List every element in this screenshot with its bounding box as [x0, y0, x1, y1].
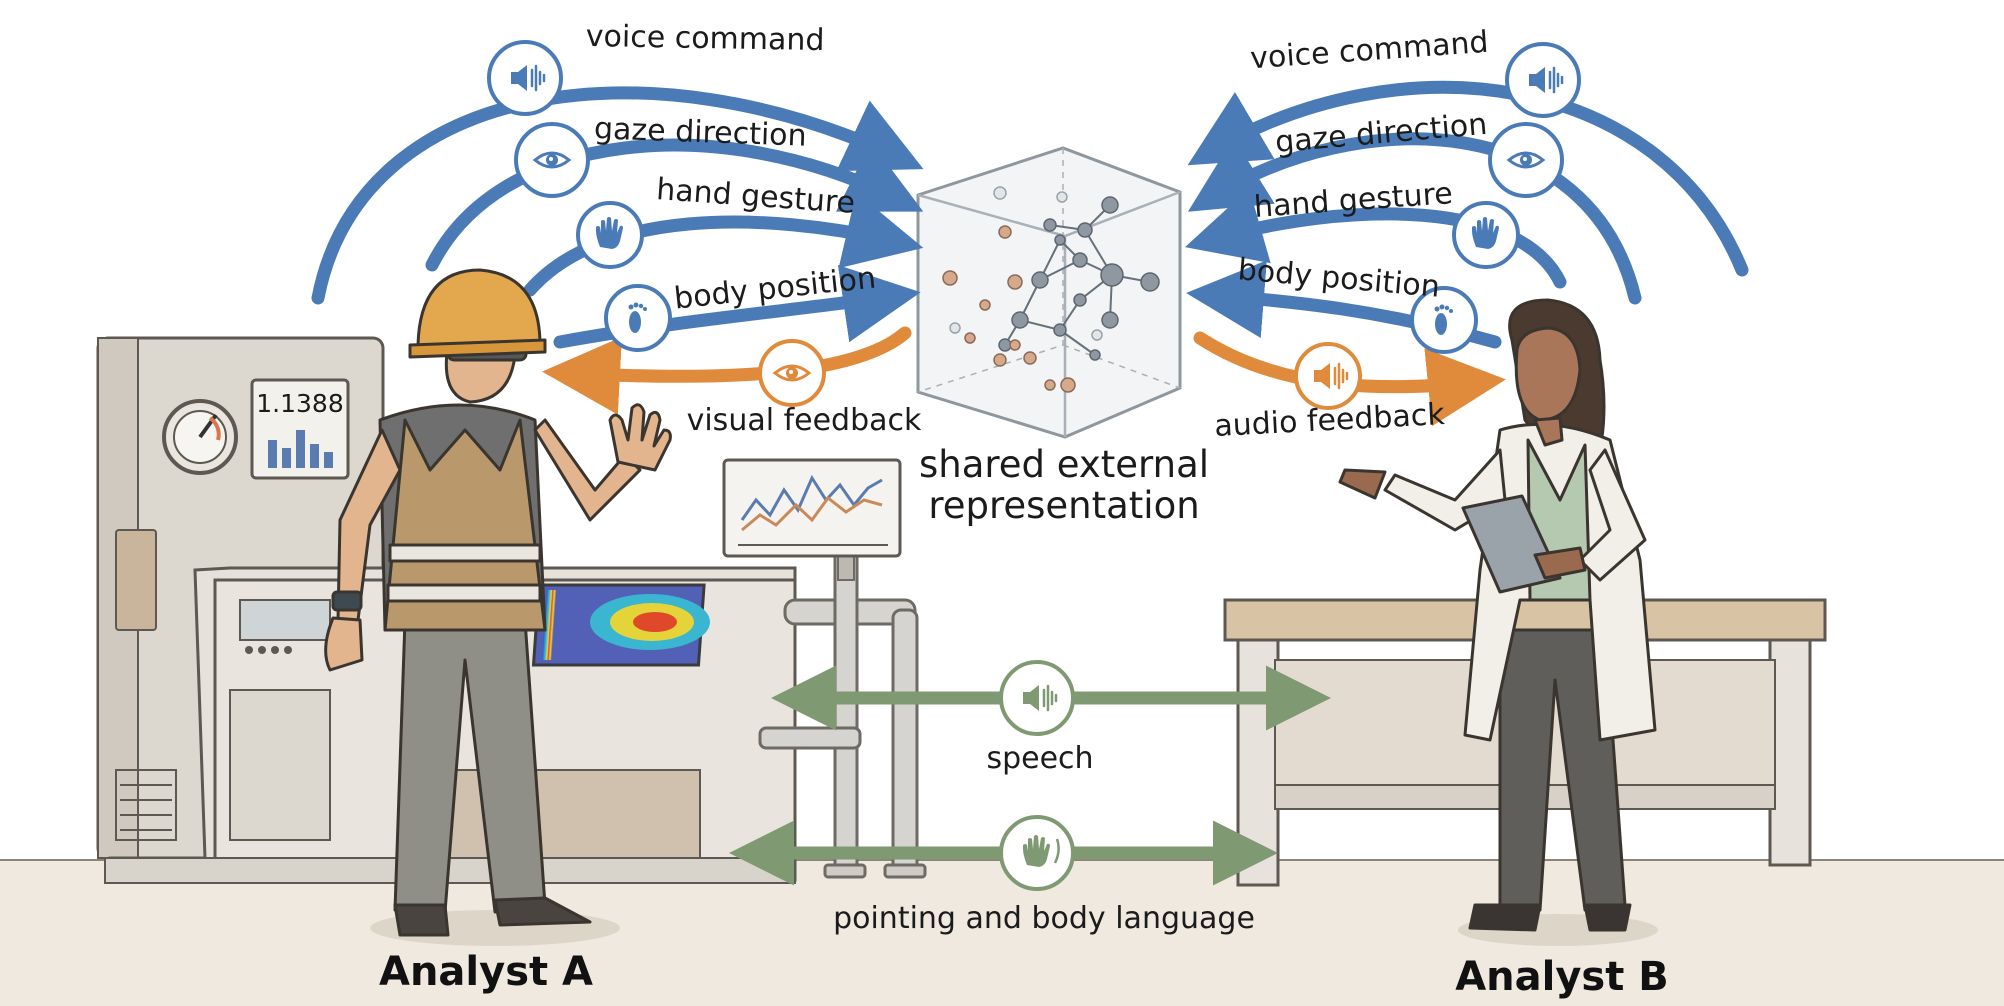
audio-feedback-speaker-icon: [1294, 342, 1362, 410]
right-voice-speaker-icon: [1505, 42, 1581, 118]
shared-external-representation: [916, 146, 1182, 439]
left-voice-speaker-icon: [487, 40, 563, 116]
audio-feedback-label: audio feedback: [1214, 397, 1447, 444]
speech-label: speech: [986, 741, 1093, 776]
left-voice-command-label: voice command: [586, 19, 825, 58]
visual-feedback-label: visual feedback: [687, 403, 922, 438]
visual-feedback-eye-icon: [758, 339, 826, 407]
center-label-line-1: shared external: [919, 443, 1209, 486]
machine-readout-value: 1.1388: [256, 389, 343, 418]
analyst-b-figure: [1338, 298, 1658, 946]
analyst-a-label: Analyst A: [379, 949, 593, 995]
pressure-gauge-icon: [162, 399, 238, 475]
analyst-a-figure: [324, 268, 672, 946]
gesture-hand-icon: [999, 815, 1075, 891]
speech-speaker-icon: [999, 660, 1075, 736]
line-chart-monitor: [722, 458, 902, 581]
heatmap-display: [531, 583, 710, 667]
left-hand-icon: [576, 201, 644, 269]
industrial-machine: 1.1388: [96, 336, 797, 884]
left-gaze-direction-label: gaze direction: [593, 111, 807, 153]
right-footprint-icon: [1410, 286, 1478, 354]
center-label-line-2: representation: [928, 484, 1199, 527]
readout-display: [250, 378, 350, 480]
right-hand-icon: [1452, 201, 1520, 269]
right-gaze-eye-icon: [1488, 122, 1564, 198]
left-footprint-icon: [604, 284, 672, 352]
left-hand-gesture-label: hand gesture: [655, 172, 856, 221]
pointing-label: pointing and body language: [833, 901, 1255, 936]
left-gaze-eye-icon: [514, 122, 590, 198]
right-voice-command-label: voice command: [1249, 25, 1490, 77]
analyst-b-label: Analyst B: [1455, 954, 1669, 1000]
